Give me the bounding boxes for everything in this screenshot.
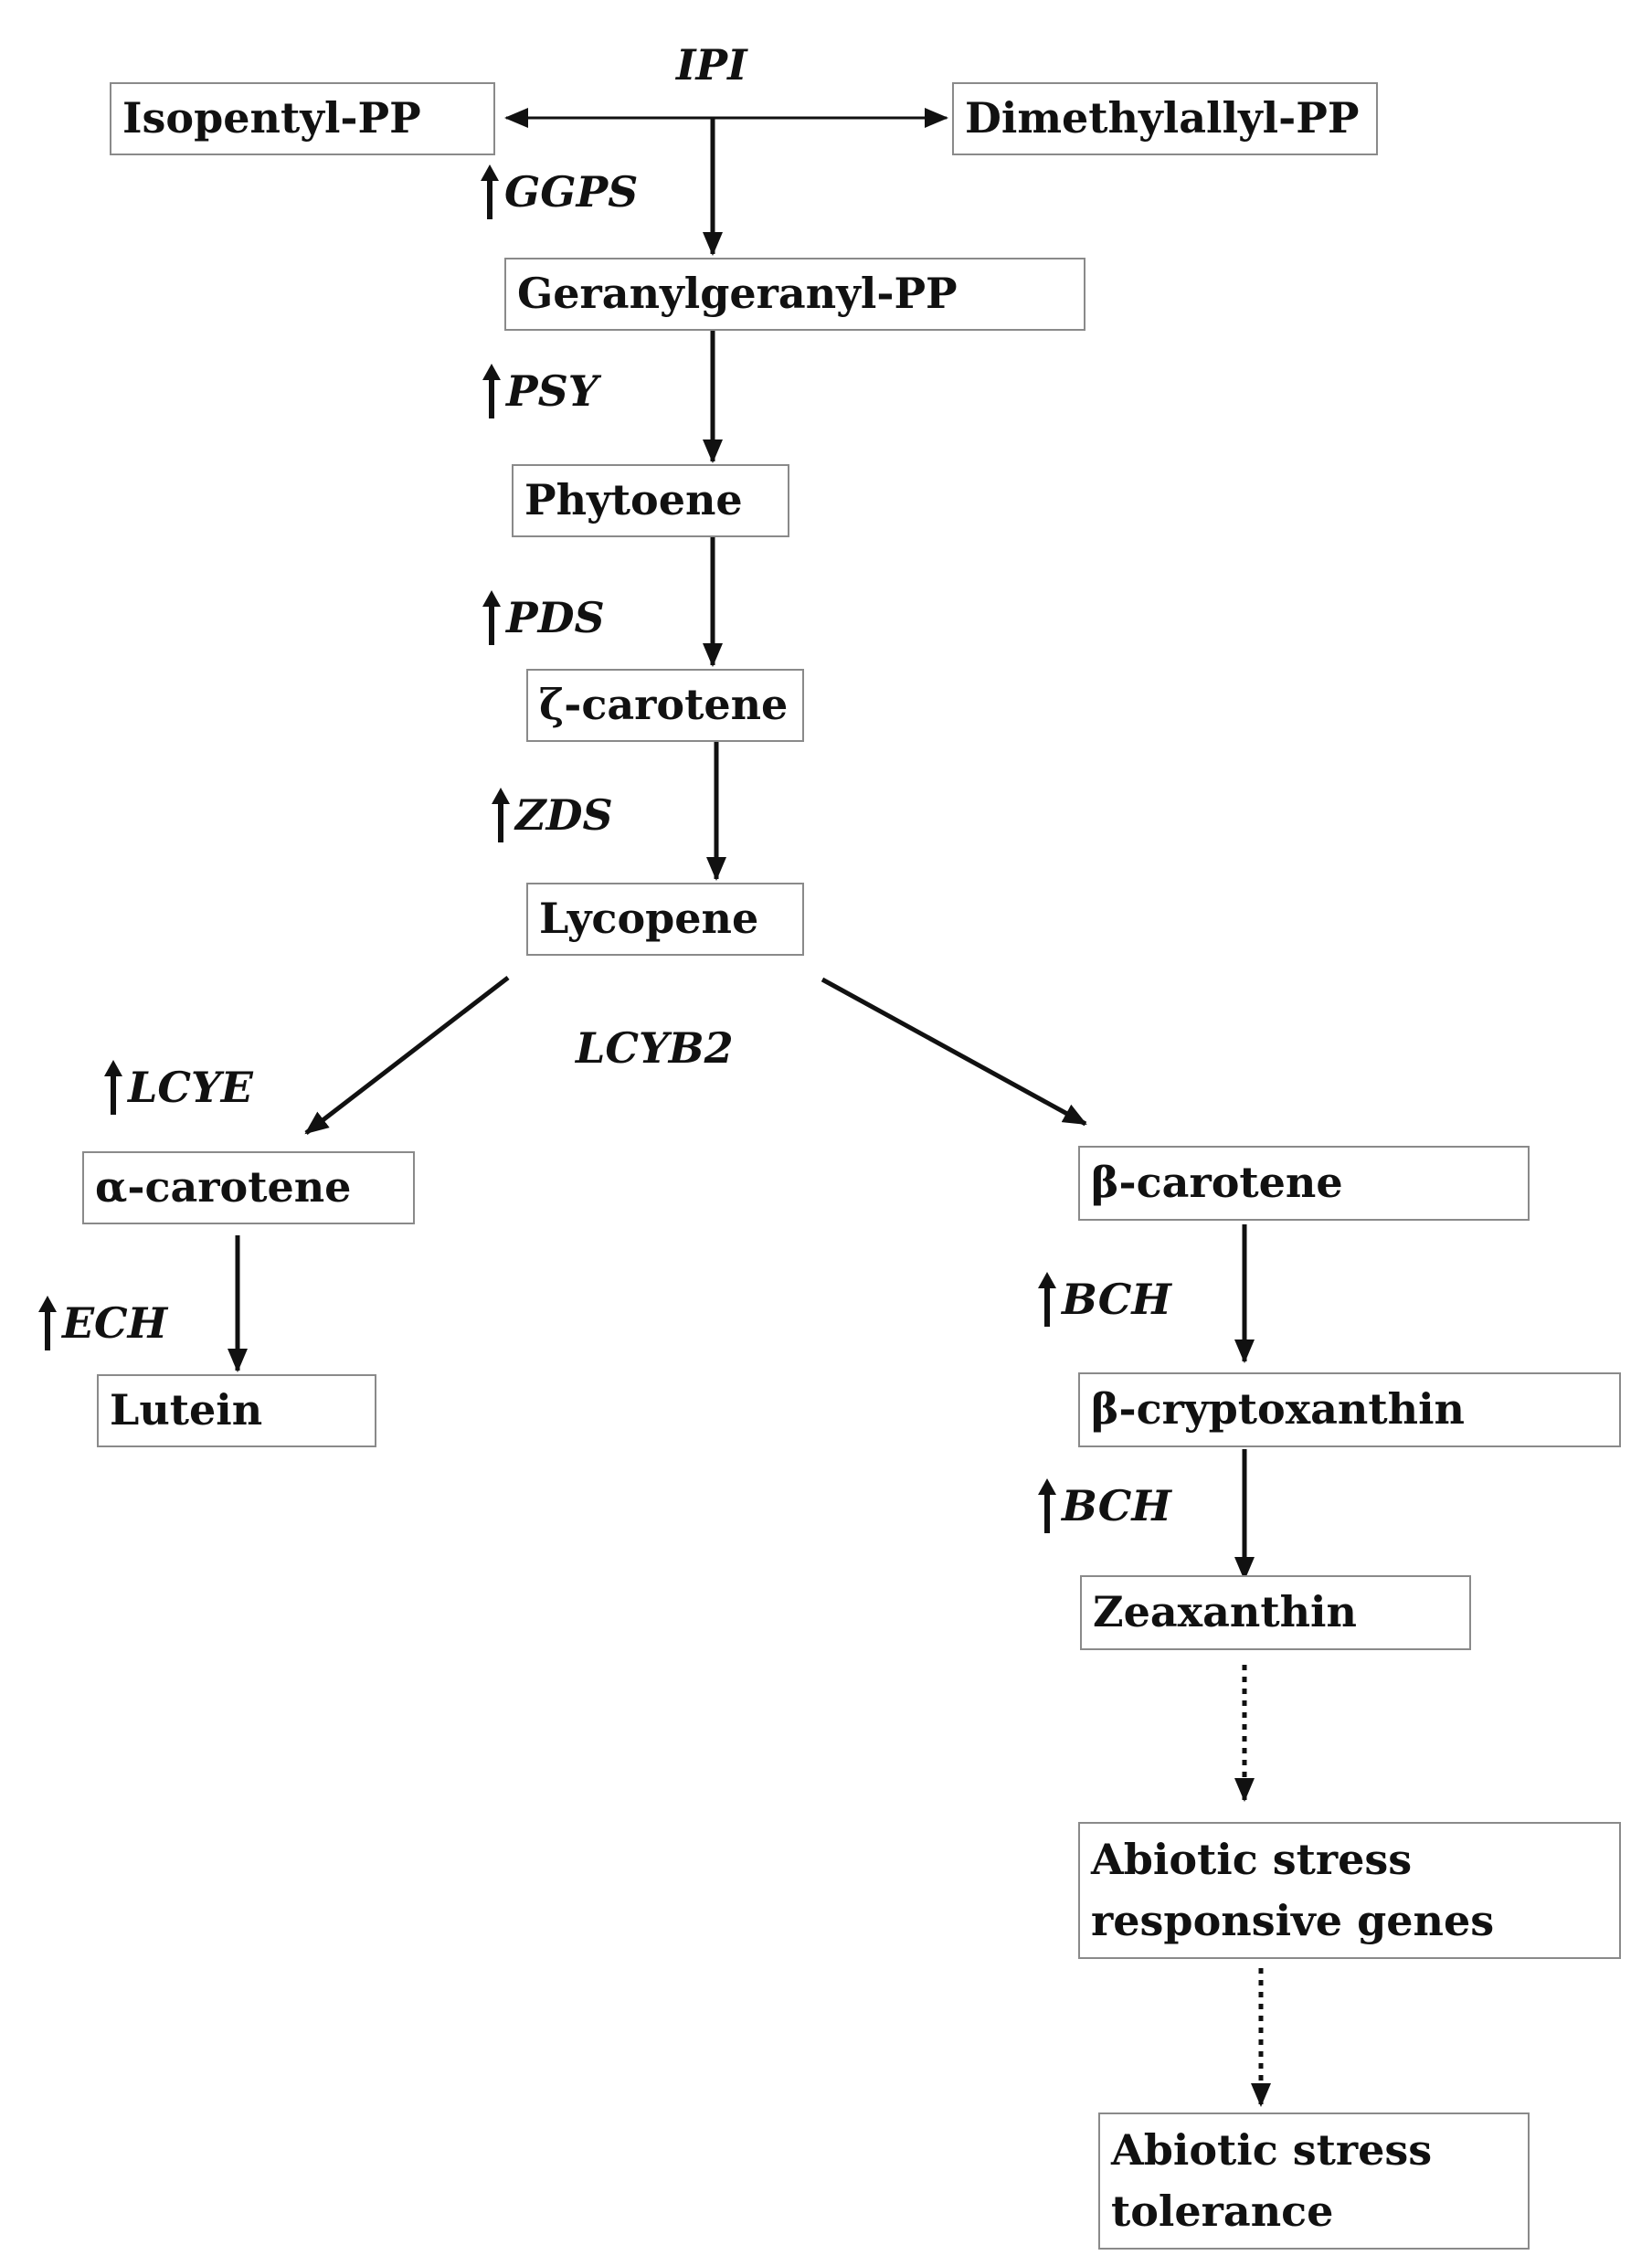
- arrow-to-beta-carotene: [821, 977, 1087, 1127]
- node-zeta-carotene: ζ-carotene: [526, 669, 804, 742]
- enzyme-label: IPI: [676, 40, 747, 90]
- enzyme-label: PSY: [506, 366, 598, 416]
- arrow-to-alpha-carotene: [304, 976, 510, 1135]
- node-abiotic-stress-responsive-genes: Abiotic stress responsive genes: [1078, 1822, 1621, 1959]
- node-beta-cryptoxanthin: β-cryptoxanthin: [1078, 1372, 1621, 1447]
- node-label: Isopentyl-PP: [122, 93, 421, 143]
- upregulation-arrow-icon: [1038, 1478, 1056, 1533]
- node-label: Phytoene: [524, 475, 743, 525]
- enzyme-pds: PDS: [482, 590, 605, 645]
- upregulation-arrow-icon: [482, 364, 501, 418]
- node-lutein: Lutein: [97, 1374, 376, 1447]
- node-label: β-carotene: [1091, 1158, 1343, 1208]
- node-phytoene: Phytoene: [512, 464, 789, 537]
- enzyme-lcye: LCYE: [104, 1060, 253, 1115]
- node-label-line2: responsive genes: [1091, 1896, 1495, 1945]
- node-label: Lutein: [110, 1385, 263, 1435]
- upregulation-arrow-icon: [104, 1060, 122, 1115]
- enzyme-lcyb2: LCYB2: [576, 1023, 734, 1073]
- enzyme-label: BCH: [1062, 1481, 1171, 1530]
- node-abiotic-stress-tolerance: Abiotic stress tolerance: [1098, 2112, 1530, 2250]
- node-beta-carotene: β-carotene: [1078, 1146, 1530, 1221]
- upregulation-arrow-icon: [38, 1296, 57, 1350]
- node-geranylgeranyl-pp: Geranylgeranyl-PP: [504, 258, 1085, 331]
- upregulation-arrow-icon: [1038, 1272, 1056, 1327]
- enzyme-label: LCYB2: [576, 1023, 734, 1073]
- node-lycopene: Lycopene: [526, 883, 804, 956]
- enzyme-zds: ZDS: [492, 788, 613, 842]
- node-label: Geranylgeranyl-PP: [517, 269, 958, 319]
- enzyme-bch-2: BCH: [1038, 1478, 1171, 1533]
- enzyme-label: ECH: [62, 1298, 168, 1348]
- enzyme-label: GGPS: [504, 167, 639, 217]
- node-zeaxanthin: Zeaxanthin: [1080, 1575, 1471, 1650]
- node-label: Lycopene: [539, 894, 759, 944]
- node-label: Dimethylallyl-PP: [965, 93, 1360, 143]
- enzyme-ggps: GGPS: [481, 164, 638, 219]
- enzyme-label: ZDS: [515, 790, 613, 840]
- enzyme-ech: ECH: [38, 1296, 167, 1350]
- node-label: β-cryptoxanthin: [1091, 1384, 1465, 1435]
- node-label-line1: Abiotic stress: [1111, 2125, 1433, 2176]
- node-label-line2: tolerance: [1111, 2187, 1334, 2236]
- node-label: Zeaxanthin: [1093, 1587, 1357, 1637]
- node-label: ζ-carotene: [539, 680, 789, 730]
- enzyme-psy: PSY: [482, 364, 598, 418]
- node-label: α-carotene: [95, 1162, 352, 1212]
- enzyme-ipi: IPI: [676, 40, 747, 90]
- enzyme-label: LCYE: [128, 1063, 253, 1112]
- upregulation-arrow-icon: [492, 788, 510, 842]
- node-dimethylallyl-pp: Dimethylallyl-PP: [952, 82, 1378, 155]
- enzyme-label: PDS: [506, 593, 605, 642]
- enzyme-bch-1: BCH: [1038, 1272, 1171, 1327]
- upregulation-arrow-icon: [482, 590, 501, 645]
- node-alpha-carotene: α-carotene: [82, 1151, 415, 1224]
- node-label-line1: Abiotic stress: [1091, 1835, 1413, 1885]
- enzyme-label: BCH: [1062, 1275, 1171, 1324]
- upregulation-arrow-icon: [481, 164, 499, 219]
- node-isopentyl-pp: Isopentyl-PP: [110, 82, 495, 155]
